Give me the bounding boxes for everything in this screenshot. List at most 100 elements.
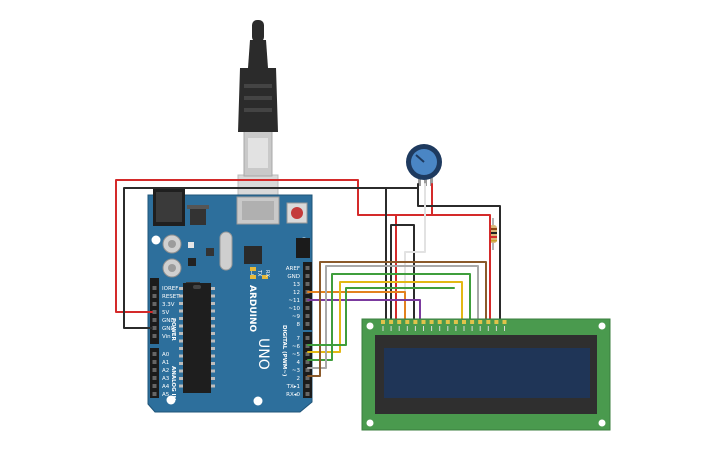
wire-d7 bbox=[307, 261, 487, 377]
digital-pin-label: ~6 bbox=[292, 344, 301, 350]
wire-gnd bbox=[123, 183, 419, 329]
chip-leg bbox=[179, 294, 183, 298]
usb-chip bbox=[244, 246, 262, 264]
digital-pin[interactable] bbox=[305, 368, 310, 372]
chip-leg bbox=[211, 332, 215, 335]
wire-d5 bbox=[307, 273, 471, 361]
power-pin[interactable] bbox=[152, 318, 157, 322]
lcd-pin-label-mark bbox=[487, 326, 489, 331]
digital-pin-label: 4 bbox=[297, 360, 301, 366]
chip-leg bbox=[211, 287, 215, 290]
lcd-pin[interactable] bbox=[502, 320, 507, 324]
analog-pin[interactable] bbox=[152, 360, 157, 364]
digital-pin[interactable] bbox=[305, 344, 310, 348]
mount-hole bbox=[253, 396, 263, 406]
lcd-pin[interactable] bbox=[453, 320, 458, 324]
rx-label: RX bbox=[264, 270, 270, 277]
lcd-pin[interactable] bbox=[397, 320, 402, 324]
power-pin[interactable] bbox=[152, 286, 157, 290]
lcd-pin[interactable] bbox=[478, 320, 483, 324]
power-pin[interactable] bbox=[152, 302, 157, 306]
digital-label: DIGITAL (PWM~) bbox=[281, 325, 287, 377]
digital-header-bottom bbox=[303, 332, 312, 398]
analog-pin[interactable] bbox=[152, 376, 157, 380]
digital-pin-label: ~11 bbox=[288, 298, 300, 304]
lcd-pin[interactable] bbox=[445, 320, 450, 324]
led-rx bbox=[262, 275, 268, 279]
lcd-pin[interactable] bbox=[470, 320, 475, 324]
chip-leg bbox=[179, 384, 183, 388]
lcd-pin[interactable] bbox=[405, 320, 410, 324]
chip-leg bbox=[179, 324, 183, 328]
power-pin[interactable] bbox=[152, 310, 157, 314]
chip-leg bbox=[179, 332, 183, 335]
analog-pin-label: A1 bbox=[162, 360, 169, 366]
digital-pin[interactable] bbox=[305, 322, 310, 326]
power-pin-label: RESET bbox=[162, 294, 180, 300]
analog-pin[interactable] bbox=[152, 384, 157, 388]
digital-pin[interactable] bbox=[305, 314, 310, 318]
analog-label: ANALOG IN bbox=[170, 366, 176, 401]
analog-pin[interactable] bbox=[152, 352, 157, 356]
voltage-regulator bbox=[190, 207, 206, 225]
lcd-pin-label-mark bbox=[414, 326, 416, 331]
lcd-pin[interactable] bbox=[462, 320, 466, 324]
digital-header-top bbox=[303, 262, 312, 330]
tx-label: TX bbox=[256, 269, 262, 277]
lcd-pin-label-mark bbox=[479, 326, 481, 331]
digital-pin[interactable] bbox=[305, 360, 310, 364]
analog-pin-label: A0 bbox=[162, 352, 170, 358]
digital-pin-label: ~5 bbox=[292, 352, 301, 358]
power-pin[interactable] bbox=[152, 334, 157, 338]
wire-gnd-2 bbox=[417, 187, 501, 323]
arduino-board: TX RX L ARDUINO UNO POWER ANALOG IN DIGI… bbox=[147, 188, 313, 413]
atmega-chip bbox=[183, 283, 211, 393]
lcd-16x2 bbox=[361, 318, 611, 431]
lcd-pin-label-mark bbox=[398, 326, 400, 331]
lcd-pin[interactable] bbox=[413, 320, 418, 324]
lcd-pin[interactable] bbox=[437, 320, 442, 324]
lcd-pin[interactable] bbox=[429, 320, 434, 324]
power-pin-label: IOREF bbox=[162, 286, 178, 292]
wires bbox=[115, 179, 501, 377]
lcd-pin[interactable] bbox=[486, 320, 491, 324]
lcd-pin[interactable] bbox=[389, 320, 394, 324]
lcd-pin[interactable] bbox=[421, 320, 426, 324]
potentiometer[interactable] bbox=[406, 144, 442, 186]
power-pin-label: 3.3V bbox=[162, 302, 175, 308]
analog-pin[interactable] bbox=[152, 392, 157, 396]
digital-pin-label: ~10 bbox=[288, 306, 300, 312]
chip-leg bbox=[211, 339, 215, 343]
digital-pin[interactable] bbox=[305, 282, 310, 286]
digital-pin[interactable] bbox=[305, 336, 310, 340]
chip-leg bbox=[179, 369, 183, 373]
power-pin[interactable] bbox=[152, 326, 157, 330]
digital-pin-label: GND bbox=[287, 274, 300, 280]
lcd-pin[interactable] bbox=[381, 320, 385, 324]
digital-pin[interactable] bbox=[305, 352, 310, 356]
chip-leg bbox=[179, 317, 183, 320]
digital-pin-label: 7 bbox=[297, 336, 301, 342]
chip-leg bbox=[179, 287, 183, 290]
lcd-pin-label-mark bbox=[455, 326, 457, 331]
power-pin-label: 5V bbox=[162, 310, 169, 316]
usb-cable bbox=[237, 20, 279, 206]
digital-pin[interactable] bbox=[305, 384, 310, 388]
led-tx bbox=[250, 275, 256, 279]
power-pin-label: GND bbox=[162, 318, 175, 324]
chip-leg bbox=[211, 309, 215, 313]
digital-pin[interactable] bbox=[305, 392, 310, 396]
digital-pin[interactable] bbox=[305, 376, 310, 380]
chip-leg bbox=[179, 362, 183, 365]
digital-pin[interactable] bbox=[305, 266, 310, 270]
digital-pin[interactable] bbox=[305, 306, 310, 310]
analog-pin-label: A3 bbox=[162, 376, 170, 382]
l-label: L bbox=[251, 271, 254, 277]
power-pin[interactable] bbox=[152, 294, 157, 298]
analog-pin[interactable] bbox=[152, 368, 157, 372]
lcd-pin[interactable] bbox=[494, 320, 499, 324]
chip-leg bbox=[179, 377, 183, 380]
digital-pin[interactable] bbox=[305, 274, 310, 278]
chip-leg bbox=[211, 384, 215, 388]
